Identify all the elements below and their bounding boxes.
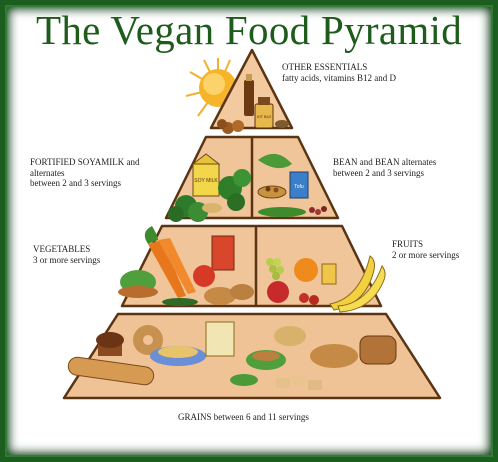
lettuce-wrap-icon [230, 374, 258, 386]
crackers-icon [276, 376, 322, 390]
cereal-box-icon [205, 321, 235, 357]
tofu-carton-icon: Tofu [289, 171, 309, 199]
vegetable-juice-icon [211, 235, 235, 271]
walnuts-icon [217, 119, 244, 134]
page-title: The Vegan Food Pyramid [35, 7, 463, 53]
leafy-greens-icon [258, 153, 292, 169]
carrots-icon [144, 226, 196, 298]
salad-bowl-icon [118, 270, 158, 298]
apple-icon [267, 281, 289, 303]
tomato-icon [193, 265, 215, 287]
bread-loaf-icon [359, 335, 397, 365]
potatoes-icon [204, 284, 254, 305]
label-grains: GRAINS between 6 and 11 servings [178, 412, 309, 422]
zucchini-icon [162, 298, 198, 306]
soybeans-icon [202, 203, 222, 213]
oil-bottle-icon [244, 74, 254, 116]
bagel-icon [133, 325, 163, 355]
beans-bowl-icon [257, 185, 287, 199]
soy-milk-label: SOY MILK [194, 178, 218, 184]
tofu-label: Tofu [294, 184, 304, 190]
juice-glass-icon [321, 263, 337, 285]
bananas-icon [329, 255, 386, 313]
orange-icon [294, 258, 318, 282]
soy-milk-carton-icon: SOY MILK [191, 153, 221, 197]
vitamin-bottle-icon: VIT B12 [254, 97, 274, 129]
granola-bowl-icon [274, 326, 306, 346]
label-vegetables: VEGETABLES 3 or more servings [33, 244, 101, 265]
baguette-icon [67, 356, 155, 386]
label-fruits: FRUITS 2 or more servings [392, 239, 460, 260]
label-fortified-soyamilk: FORTIFIED SOYAMILK and alternates betwee… [30, 157, 140, 188]
vitamin-bottle-label: VIT B12 [257, 114, 272, 119]
label-bean-alternates: BEAN and BEAN alternates between 2 and 3… [333, 157, 437, 178]
label-other-essentials: OTHER ESSENTIALS fatty acids, vitamins B… [282, 62, 396, 83]
seeds-icon [275, 120, 289, 128]
kidney-beans-icon [309, 206, 327, 215]
pasta-bowl-icon [150, 346, 206, 366]
strawberries-icon [299, 293, 319, 305]
muffin-icon [96, 332, 124, 356]
grapes-icon [266, 258, 284, 280]
green-beans-icon [258, 207, 306, 217]
rice-bowl-icon [246, 350, 286, 370]
pie-icon [310, 344, 358, 368]
